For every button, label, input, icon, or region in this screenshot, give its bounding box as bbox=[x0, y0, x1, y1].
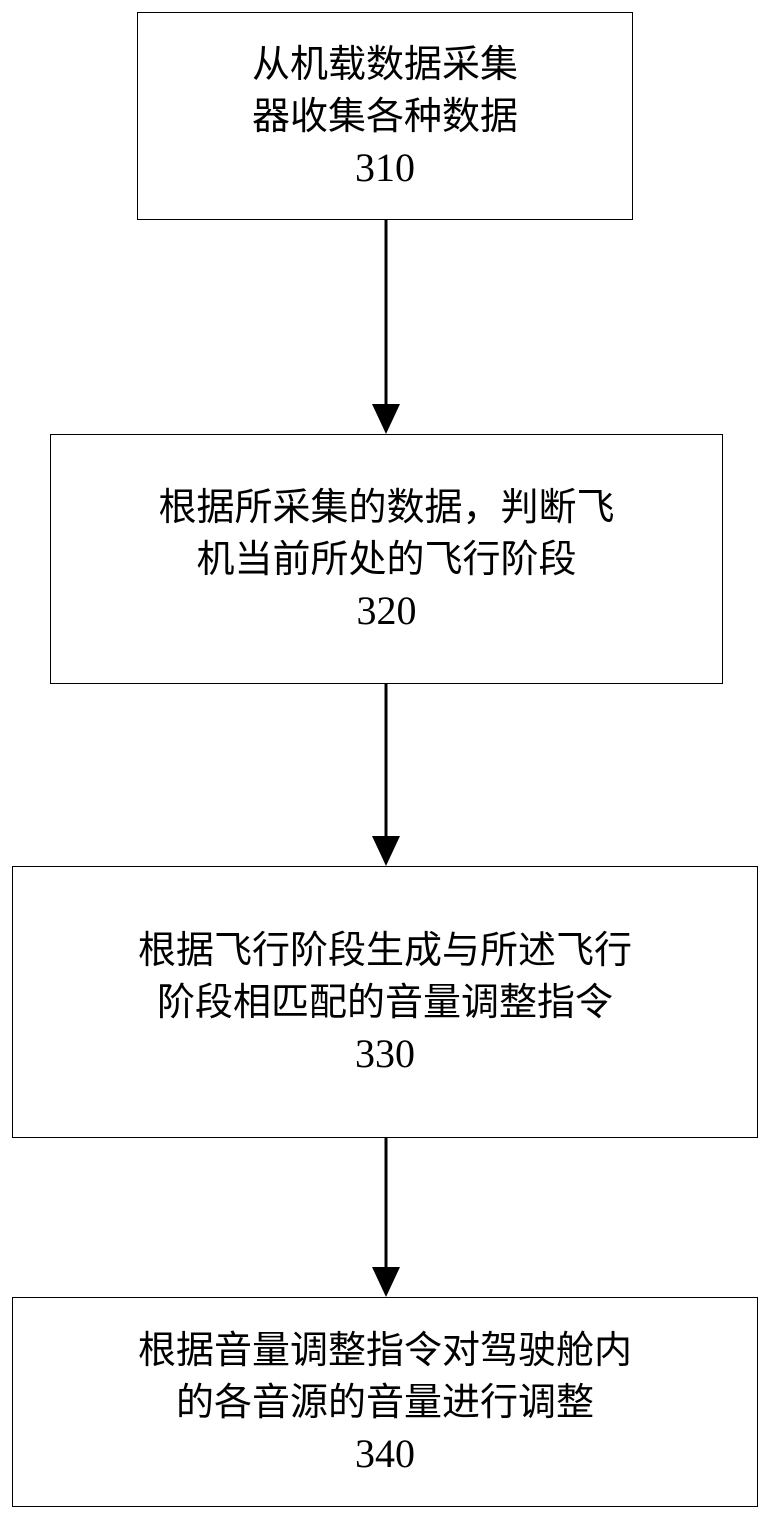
step-text-line: 根据音量调整指令对驾驶舱内 bbox=[137, 1328, 632, 1372]
step-code: 310 bbox=[355, 145, 415, 190]
step-box-310: 从机载数据采集 器收集各种数据 310 bbox=[137, 12, 633, 220]
step-code: 340 bbox=[355, 1431, 415, 1476]
step-text-line: 阶段相匹配的音量调整指令 bbox=[156, 980, 613, 1024]
step-code: 320 bbox=[356, 588, 417, 633]
step-box-340: 根据音量调整指令对驾驶舱内 的各音源的音量进行调整 340 bbox=[12, 1297, 758, 1507]
step-text-line: 根据所采集的数据，判断飞 bbox=[158, 485, 615, 529]
step-text-line: 从机载数据采集 bbox=[251, 42, 518, 86]
arrow-310-to-320 bbox=[372, 220, 400, 434]
arrow-320-to-330 bbox=[372, 684, 400, 866]
step-box-320: 根据所采集的数据，判断飞 机当前所处的飞行阶段 320 bbox=[50, 434, 723, 684]
arrow-330-to-340 bbox=[372, 1138, 400, 1297]
step-text-line: 机当前所处的飞行阶段 bbox=[196, 537, 577, 581]
step-code: 330 bbox=[355, 1031, 415, 1076]
step-text-line: 的各音源的音量进行调整 bbox=[175, 1380, 594, 1424]
step-text-line: 器收集各种数据 bbox=[251, 94, 518, 138]
step-box-330: 根据飞行阶段生成与所述飞行 阶段相匹配的音量调整指令 330 bbox=[12, 866, 758, 1138]
step-text-line: 根据飞行阶段生成与所述飞行 bbox=[137, 928, 632, 972]
